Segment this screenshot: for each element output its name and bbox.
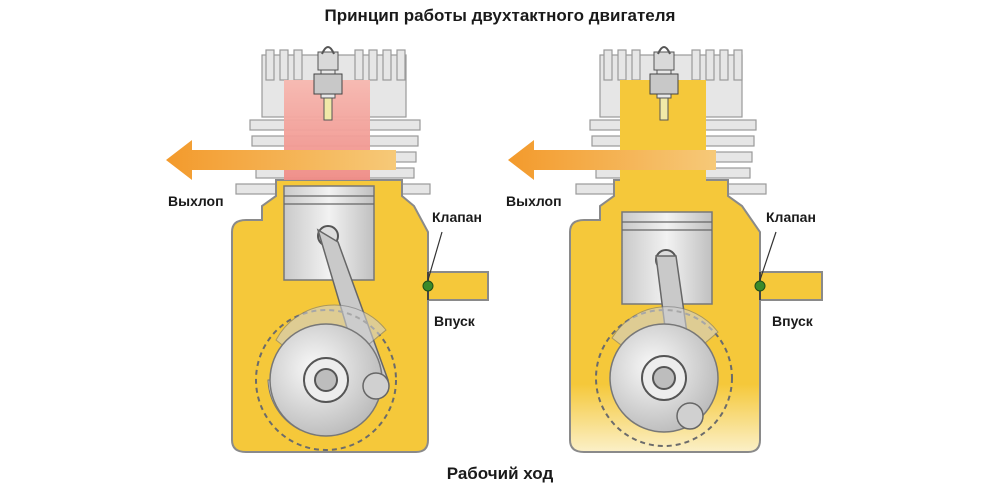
intake-valve [422,231,443,300]
caption-working-stroke: Рабочий ход [446,464,554,483]
exhaust-label: Выхлоп [506,193,562,209]
engine-left: Выхлоп Клапан Впуск [166,46,489,453]
intake-label: Впуск [434,313,476,329]
exhaust-label: Выхлоп [168,193,224,209]
spark-plug [649,46,679,121]
spark-plug [313,46,343,121]
intake-label: Впуск [772,313,814,329]
valve-label: Клапан [432,209,482,225]
intake-valve [754,231,777,300]
page-title: Принцип работы двухтактного двигателя [324,6,676,25]
exhaust-arrow [508,140,716,180]
engine-right: Выхлоп Клапан Впуск [506,46,823,453]
crankshaft [255,304,397,451]
crankshaft [595,306,733,447]
exhaust-arrow [166,140,396,180]
valve-label: Клапан [766,209,816,225]
